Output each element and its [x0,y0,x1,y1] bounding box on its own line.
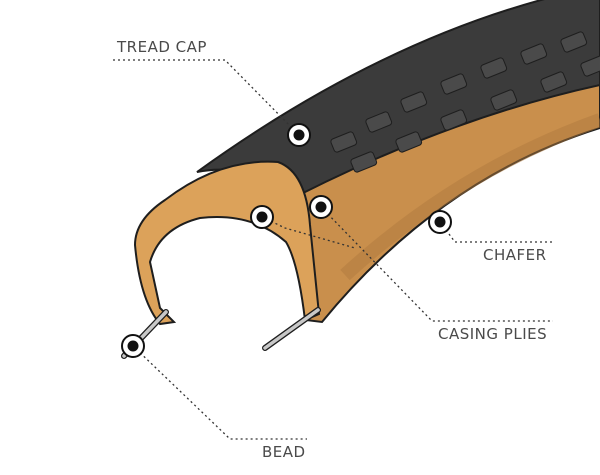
tread-block [540,71,568,93]
label-bead: BEAD [262,443,306,461]
leader-chafer [439,221,552,243]
casing-plies-marker-1-icon [250,205,274,229]
tread-block [395,131,423,153]
casing-plies-marker-2-icon [309,195,333,219]
label-chafer: CHAFER [483,246,547,264]
tread-block [440,109,468,131]
tread-blocks [330,31,600,173]
sidewall-stripe [340,113,600,281]
tread-block [365,111,393,133]
tread-block [330,131,358,153]
tread-block [560,31,588,53]
casing-cross-section [133,160,321,326]
tread-block [480,57,508,79]
tread-cap-marker-icon [287,123,311,147]
tread-block [440,73,468,95]
tread-block [490,89,518,111]
chafer-marker-icon [428,210,452,234]
tread-block [350,151,378,173]
bead-wire-right-fill [263,308,320,350]
tread-block [520,43,548,65]
leader-bead [132,345,307,440]
leader-casing-plies-2 [261,216,356,249]
label-tread-cap: TREAD CAP [117,38,207,56]
leader-tread-cap [113,59,300,136]
tread-block [400,91,428,113]
bead-marker-icon [121,334,145,358]
label-casing-plies: CASING PLIES [438,325,548,343]
tread-block [580,55,600,77]
